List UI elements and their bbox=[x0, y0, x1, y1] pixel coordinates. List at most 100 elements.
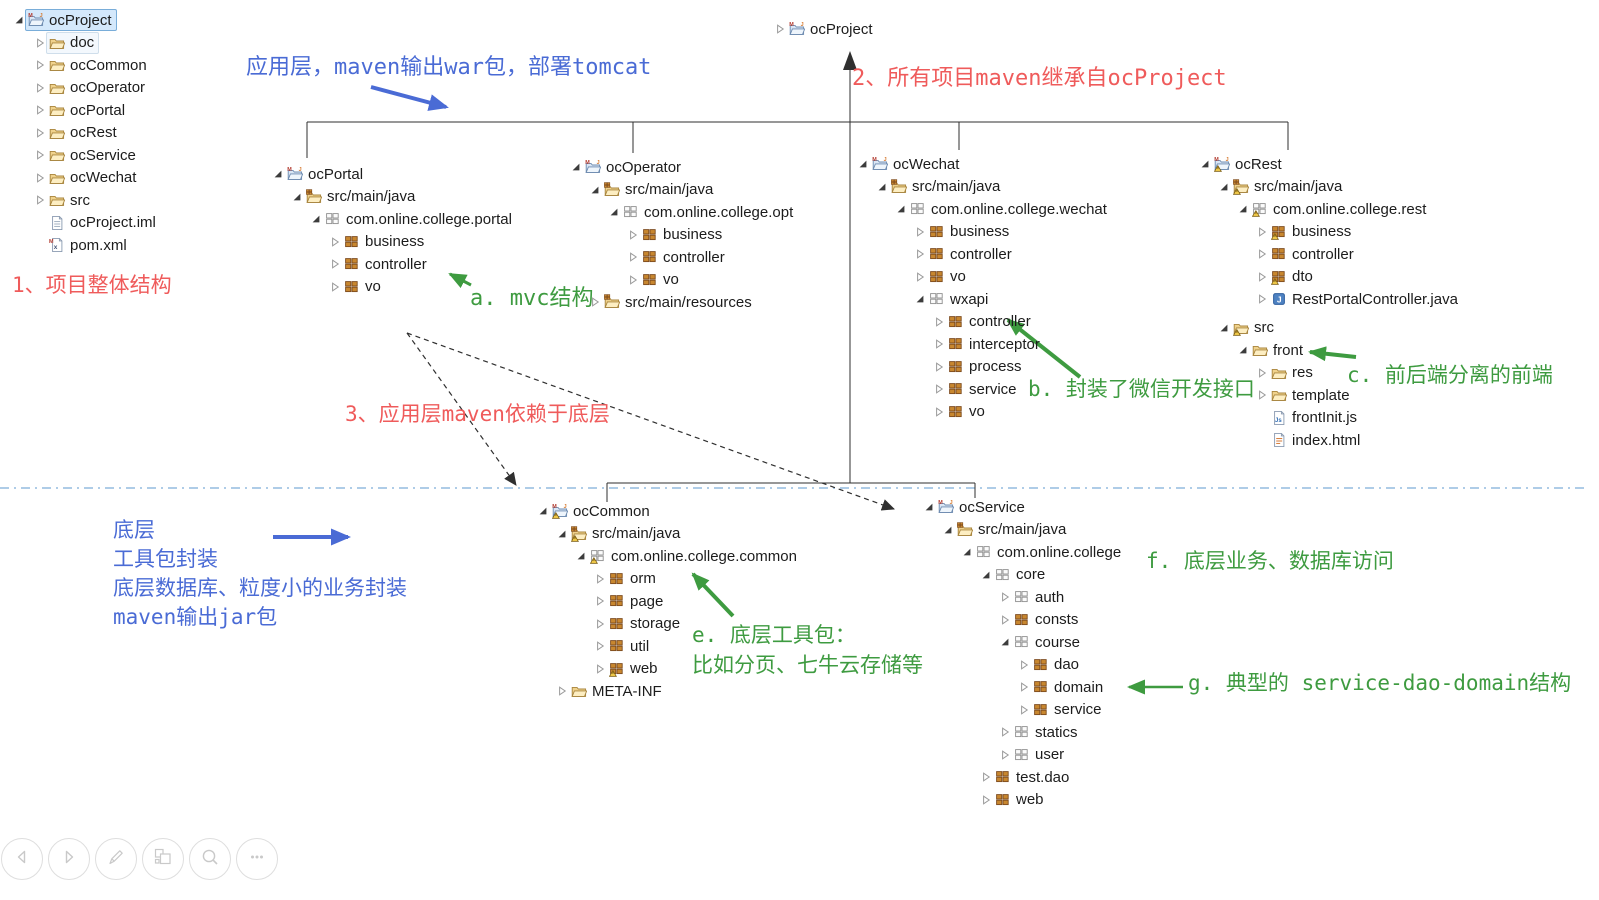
more-button[interactable] bbox=[236, 838, 278, 880]
expanded-arrow-icon[interactable] bbox=[1200, 159, 1211, 169]
tree-row-com-online-college[interactable]: com.online.college bbox=[924, 541, 1126, 564]
tree-row-storage[interactable]: storage bbox=[538, 613, 802, 636]
tree-row-consts[interactable]: consts bbox=[924, 609, 1126, 632]
expanded-arrow-icon[interactable] bbox=[590, 185, 601, 195]
tree-row-service[interactable]: service bbox=[858, 378, 1112, 401]
collapsed-arrow-icon[interactable] bbox=[915, 249, 926, 259]
collapsed-arrow-icon[interactable] bbox=[1019, 705, 1030, 715]
tree-row-service[interactable]: service bbox=[924, 699, 1126, 722]
tree-row-ocoperator[interactable]: ocOperator bbox=[14, 77, 161, 100]
tree-row-doc[interactable]: doc bbox=[14, 31, 161, 55]
collapsed-arrow-icon[interactable] bbox=[628, 275, 639, 285]
collapsed-arrow-icon[interactable] bbox=[35, 83, 46, 93]
collapsed-arrow-icon[interactable] bbox=[775, 24, 786, 34]
tree-row-dao[interactable]: dao bbox=[924, 654, 1126, 677]
expanded-arrow-icon[interactable] bbox=[311, 214, 322, 224]
tree-row-ocservice[interactable]: ocService bbox=[14, 144, 161, 167]
expanded-arrow-icon[interactable] bbox=[915, 294, 926, 304]
tree-row-dto[interactable]: dto bbox=[1200, 266, 1463, 289]
tree-row-front[interactable]: front bbox=[1200, 339, 1463, 362]
tree-row-test-dao[interactable]: test.dao bbox=[924, 766, 1126, 789]
tree-row-auth[interactable]: auth bbox=[924, 586, 1126, 609]
collapsed-arrow-icon[interactable] bbox=[1000, 592, 1011, 602]
edit-button[interactable] bbox=[95, 838, 137, 880]
tree-row-core[interactable]: core bbox=[924, 564, 1126, 587]
collapsed-arrow-icon[interactable] bbox=[35, 173, 46, 183]
collapsed-arrow-icon[interactable] bbox=[35, 60, 46, 70]
expanded-arrow-icon[interactable] bbox=[609, 207, 620, 217]
collapsed-arrow-icon[interactable] bbox=[35, 150, 46, 160]
expanded-arrow-icon[interactable] bbox=[273, 169, 284, 179]
tree-row-orm[interactable]: orm bbox=[538, 568, 802, 591]
collapsed-arrow-icon[interactable] bbox=[628, 252, 639, 262]
collapsed-arrow-icon[interactable] bbox=[934, 407, 945, 417]
collapsed-arrow-icon[interactable] bbox=[1257, 249, 1268, 259]
collapsed-arrow-icon[interactable] bbox=[1257, 227, 1268, 237]
tree-row-src-main-java[interactable]: src/main/java bbox=[858, 176, 1112, 199]
collapsed-arrow-icon[interactable] bbox=[35, 105, 46, 115]
tree-row-domain[interactable]: domain bbox=[924, 676, 1126, 699]
forward-button[interactable] bbox=[48, 838, 90, 880]
expanded-arrow-icon[interactable] bbox=[924, 502, 935, 512]
collapsed-arrow-icon[interactable] bbox=[934, 384, 945, 394]
tree-row-web[interactable]: web bbox=[538, 658, 802, 681]
back-button[interactable] bbox=[1, 838, 43, 880]
collapsed-arrow-icon[interactable] bbox=[1019, 660, 1030, 670]
collapsed-arrow-icon[interactable] bbox=[1000, 615, 1011, 625]
tree-row-wxapi[interactable]: wxapi bbox=[858, 288, 1112, 311]
tree-row-vo[interactable]: vo bbox=[858, 401, 1112, 424]
expanded-arrow-icon[interactable] bbox=[1238, 345, 1249, 355]
collapsed-arrow-icon[interactable] bbox=[934, 317, 945, 327]
collapsed-arrow-icon[interactable] bbox=[595, 619, 606, 629]
expanded-arrow-icon[interactable] bbox=[981, 570, 992, 580]
tree-row-business[interactable]: business bbox=[1200, 221, 1463, 244]
tree-row-com-online-college-wechat[interactable]: com.online.college.wechat bbox=[858, 198, 1112, 221]
collapsed-arrow-icon[interactable] bbox=[595, 596, 606, 606]
tree-row-meta-inf[interactable]: META-INF bbox=[538, 680, 802, 703]
tree-row-src-main-resources[interactable]: src/main/resources bbox=[571, 291, 798, 314]
tree-row-src-main-java[interactable]: src/main/java bbox=[571, 179, 798, 202]
tree-row-interceptor[interactable]: interceptor bbox=[858, 333, 1112, 356]
tree-row-occommon[interactable]: ocCommon bbox=[14, 54, 161, 77]
expanded-arrow-icon[interactable] bbox=[943, 525, 954, 535]
tree-row-src-main-java[interactable]: src/main/java bbox=[924, 519, 1126, 542]
tree-row-business[interactable]: business bbox=[858, 221, 1112, 244]
tree-row-vo[interactable]: vo bbox=[273, 276, 517, 299]
collapsed-arrow-icon[interactable] bbox=[628, 230, 639, 240]
pages-button[interactable] bbox=[142, 838, 184, 880]
expanded-arrow-icon[interactable] bbox=[14, 15, 25, 25]
tree-row-course[interactable]: course bbox=[924, 631, 1126, 654]
collapsed-arrow-icon[interactable] bbox=[330, 237, 341, 247]
collapsed-arrow-icon[interactable] bbox=[1000, 727, 1011, 737]
tree-row-statics[interactable]: statics bbox=[924, 721, 1126, 744]
tree-row-business[interactable]: business bbox=[571, 224, 798, 247]
collapsed-arrow-icon[interactable] bbox=[1019, 682, 1030, 692]
expanded-arrow-icon[interactable] bbox=[1238, 204, 1249, 214]
tree-row-index-html[interactable]: index.html bbox=[1200, 429, 1463, 452]
expanded-arrow-icon[interactable] bbox=[557, 529, 568, 539]
collapsed-arrow-icon[interactable] bbox=[35, 128, 46, 138]
expanded-arrow-icon[interactable] bbox=[292, 192, 303, 202]
collapsed-arrow-icon[interactable] bbox=[1000, 750, 1011, 760]
tree-row-src-main-java[interactable]: src/main/java bbox=[538, 523, 802, 546]
collapsed-arrow-icon[interactable] bbox=[595, 574, 606, 584]
collapsed-arrow-icon[interactable] bbox=[557, 686, 568, 696]
collapsed-arrow-icon[interactable] bbox=[590, 297, 601, 307]
tree-row-business[interactable]: business bbox=[273, 231, 517, 254]
collapsed-arrow-icon[interactable] bbox=[981, 772, 992, 782]
tree-row-process[interactable]: process bbox=[858, 356, 1112, 379]
expanded-arrow-icon[interactable] bbox=[1219, 323, 1230, 333]
collapsed-arrow-icon[interactable] bbox=[1257, 390, 1268, 400]
tree-row-src-main-java[interactable]: src/main/java bbox=[1200, 176, 1463, 199]
tree-row-com-online-college-opt[interactable]: com.online.college.opt bbox=[571, 201, 798, 224]
collapsed-arrow-icon[interactable] bbox=[1257, 272, 1268, 282]
tree-row-controller[interactable]: controller bbox=[571, 246, 798, 269]
tree-row-com-online-college-portal[interactable]: com.online.college.portal bbox=[273, 208, 517, 231]
tree-row-ocportal[interactable]: ocPortal bbox=[14, 99, 161, 122]
